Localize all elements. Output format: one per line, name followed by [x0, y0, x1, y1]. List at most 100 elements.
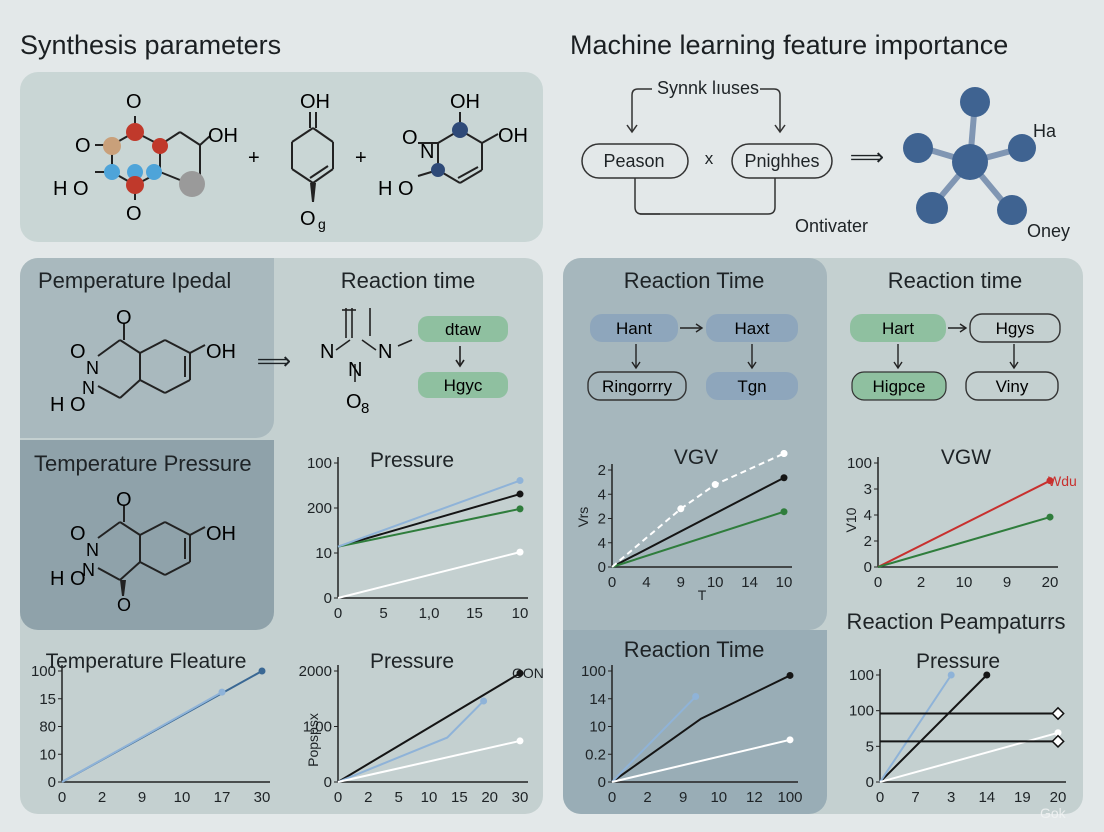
m3-o: O	[402, 127, 418, 149]
d-node-tgn: Tgn	[737, 377, 766, 396]
chart4-ytick-label: 80	[39, 719, 56, 736]
chart2-ytick-label: 4	[598, 486, 606, 503]
chart7-series-5-end-marker	[1051, 734, 1065, 749]
chart5-xtick-label: 2	[364, 789, 372, 806]
chart7-title: Pressure	[916, 650, 1000, 673]
chart1-series-3-line	[337, 479, 521, 548]
chart1-xtick-label: 1,0	[419, 605, 440, 622]
header-ml: Machine learning feature importance	[570, 30, 1009, 60]
a-oh: OH	[206, 341, 236, 363]
chart1-ytick-label: 0	[324, 590, 332, 607]
panel-e-flow: Hart Hgys Higpce Viny	[850, 313, 1061, 401]
header-synthesis: Synthesis parameters	[20, 30, 282, 60]
chart2-series-1-line	[611, 476, 785, 568]
m3-n: N	[420, 141, 434, 163]
chart5-xtick-label: 30	[512, 789, 529, 806]
chart7-ytick-label: 5	[866, 738, 874, 755]
chart2-ytick-label: 0	[598, 559, 606, 576]
chart4-series-2-end-point	[218, 688, 226, 696]
chart1-series-2-end-point	[516, 505, 524, 513]
panel-b-title: Reaction time	[340, 268, 476, 293]
chart7-xtick-label: 14	[978, 789, 995, 806]
b-n2: N	[378, 341, 392, 363]
chart6-xtick-label: 10	[710, 789, 727, 806]
panel-d-flow: Hant Haxt Ringorrry Tgn	[587, 314, 798, 401]
chart7-series-2-line	[879, 674, 953, 783]
chart4-ytick-label: 0	[48, 774, 56, 791]
a-n1: N	[86, 358, 99, 378]
chart4-ytick-label: 100	[31, 663, 56, 680]
chart5-xtick-label: 10	[421, 789, 438, 806]
chart6-ytick-label: 10	[589, 719, 606, 736]
c-n1: N	[86, 540, 99, 560]
chart4-xtick-label: 17	[214, 789, 231, 806]
chart2-ylabel: Vrs	[575, 507, 591, 527]
chart2-xtick-label: 14	[741, 574, 758, 591]
panel-g-title: Reaction Peampaturrs	[846, 609, 1066, 634]
c-oh: OH	[206, 523, 236, 545]
m1-oh: OH	[208, 125, 238, 147]
chart3-ytick-label: 4	[864, 507, 872, 524]
chart5-ytick-label: 0	[324, 774, 332, 791]
b-box-top: dtaw	[445, 320, 482, 339]
chart2-series-3-point	[711, 481, 719, 489]
chart4-title: Temperature Fleature	[46, 650, 247, 673]
m3-oh-right: OH	[498, 125, 528, 147]
arrow-right-icon: ⟹	[849, 144, 885, 171]
chart6-xtick-label: 9	[679, 789, 687, 806]
plus-1: +	[248, 147, 260, 169]
a-o-top: O	[116, 307, 132, 329]
chart6-xtick-label: 100	[777, 789, 802, 806]
a-o1: O	[70, 341, 86, 363]
panel-a-arrow-icon: ⟹	[256, 348, 292, 375]
b-n3: N	[348, 359, 362, 381]
m3-ho: H O	[378, 178, 414, 200]
chart1-xtick-label: 0	[334, 605, 342, 622]
d-node-haxt: Haxt	[735, 319, 770, 338]
e-node-higpce: Higpce	[873, 377, 926, 396]
e-node-viny: Viny	[996, 377, 1029, 396]
ml-flow-diagram	[581, 87, 1036, 225]
chart3-ytick-label: 100	[847, 455, 872, 472]
chart2-xtick-label: 0	[608, 574, 616, 591]
chart2-series-3-point	[780, 450, 788, 458]
chart7-series-1-line	[879, 674, 988, 783]
ml-bottom-label: Ontivater	[795, 216, 869, 236]
chart5-series-2-end-point	[480, 697, 488, 705]
chart1-ytick-label: 100	[307, 455, 332, 472]
a-n2: N	[82, 378, 95, 398]
chart3-xtick-label: 0	[874, 574, 882, 591]
panel-e-title: Reaction time	[887, 268, 1023, 293]
chart4-xtick-label: 2	[98, 789, 106, 806]
chart5-series-1-end-point	[516, 669, 524, 677]
panel-b-diagram: N N N O 8 dtaw Hgyc	[320, 308, 508, 417]
chart1-ytick-label: 200	[307, 500, 332, 517]
chart5-series-1-line	[337, 672, 521, 783]
chart5-series-2-line	[337, 700, 485, 783]
c-o-bottom: O	[117, 595, 131, 615]
chart7-series-1-end-point	[983, 671, 991, 679]
chart2-xtick-label: 10	[776, 574, 793, 591]
chart7-ytick-label: 100	[849, 703, 874, 720]
chart4-series-2-line	[61, 691, 223, 783]
m1-ho: H O	[53, 178, 89, 200]
chart3-series-1-end-point	[1046, 477, 1054, 485]
chart6-xtick-label: 12	[746, 789, 763, 806]
panel-temperature-pressure	[20, 440, 274, 630]
chart2-ytick-label: 4	[598, 535, 606, 552]
chart2-series-1-end-point	[780, 474, 788, 482]
chart4-xtick-label: 9	[138, 789, 146, 806]
chart3-series-2-line	[877, 516, 1051, 568]
d-node-ringorrry: Ringorrry	[602, 377, 672, 396]
reagent-molecules: O O OH H O O + OH O g + OH OH O N H O	[53, 91, 528, 232]
chart7-series-3-end-point	[1054, 729, 1062, 737]
chart5-xtick-label: 20	[481, 789, 498, 806]
chart7-xtick-label: 19	[1014, 789, 1031, 806]
chart1-series-4-line	[337, 551, 521, 599]
chart5-xtick-label: 0	[334, 789, 342, 806]
chart6-ytick-label: 100	[581, 663, 606, 680]
chart1-xtick-label: 10	[512, 605, 529, 622]
node-peason: Peason	[603, 151, 665, 171]
panel-f-title: Reaction Time	[623, 637, 765, 662]
